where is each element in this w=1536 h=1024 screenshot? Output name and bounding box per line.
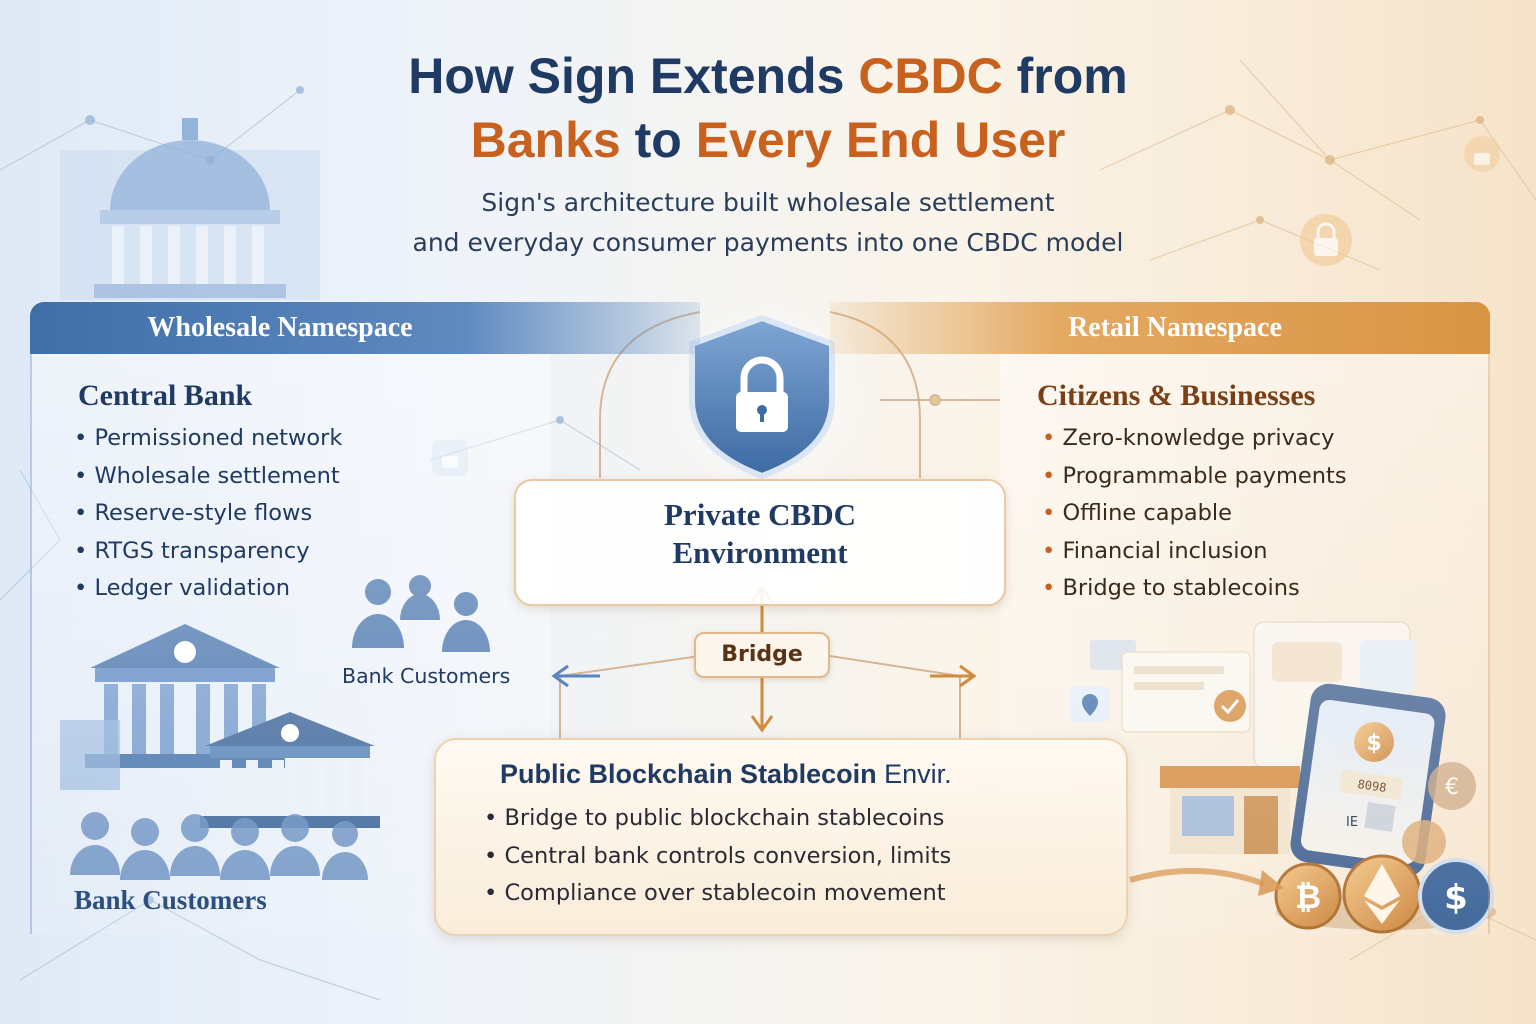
retail-namespace-header: Retail Namespace <box>830 302 1490 354</box>
title-text: How Sign Extends <box>408 48 859 104</box>
location-pin-icon <box>1070 686 1110 722</box>
stablecoin-flow-arrow <box>1129 867 1284 896</box>
padlock-icon <box>1464 136 1500 172</box>
private-cbdc-line: Environment <box>672 535 848 570</box>
public-env-title: Public Blockchain Stablecoin Envir. <box>500 756 952 792</box>
list-item: Wholesale settlement <box>74 458 342 496</box>
checkmark-icon <box>1214 690 1246 722</box>
list-item: Ledger validation <box>74 570 342 608</box>
title-text: from <box>1002 48 1128 104</box>
euro-coin-icon: € <box>1428 762 1476 810</box>
list-item: Programmable payments <box>1042 458 1346 496</box>
svg-text:€: € <box>1445 775 1459 800</box>
subtitle-line: and everyday consumer payments into one … <box>412 228 1124 257</box>
list-item: Bridge to stablecoins <box>1042 570 1347 608</box>
svg-text:₿: ₿ <box>1295 878 1321 916</box>
list-item: Offline capable <box>1042 495 1347 533</box>
storefront-icon <box>1160 766 1300 854</box>
subtitle-line: Sign's architecture built wholesale sett… <box>481 188 1055 217</box>
citizens-businesses-heading: Citizens & Businesses <box>1037 379 1316 412</box>
dollar-coin-icon <box>1402 820 1446 864</box>
people-icon <box>352 575 490 652</box>
ethereum-coin-icon <box>1342 854 1422 934</box>
arrow-right <box>930 664 977 688</box>
svg-text:$: $ <box>1444 878 1468 918</box>
title-accent: Every End User <box>695 112 1066 168</box>
central-bank-icon <box>60 118 320 300</box>
lock-shield-icon <box>652 290 872 510</box>
retail-bullet-list: Zero-knowledge privacy Programmable paym… <box>1042 420 1347 608</box>
list-item: Financial inclusion <box>1042 533 1347 571</box>
title-accent: CBDC <box>858 48 1003 104</box>
arrow-left <box>551 664 600 688</box>
people-icon <box>70 812 368 880</box>
dollar-coin-icon: $ <box>1418 858 1494 934</box>
public-env-title-rest: Envir. <box>876 759 952 789</box>
padlock-icon <box>1300 214 1352 266</box>
bridge-label: Bridge <box>694 632 830 678</box>
page-subtitle: Sign's architecture built wholesale sett… <box>0 183 1536 263</box>
private-cbdc-environment-box: Private CBDC Environment <box>514 479 1006 606</box>
bank-building-icon <box>60 624 285 790</box>
title-text: to <box>620 112 696 168</box>
public-env-bullet-list: Bridge to public blockchain stablecoins … <box>484 800 951 913</box>
private-cbdc-line: Private CBDC <box>664 497 856 532</box>
list-item: Zero-knowledge privacy <box>1042 420 1347 458</box>
central-bank-heading: Central Bank <box>78 379 253 412</box>
wholesale-bullet-list: Permissioned network Wholesale settlemen… <box>74 420 342 608</box>
wholesale-namespace-header: Wholesale Namespace <box>30 302 700 354</box>
public-env-title-bold: Public Blockchain Stablecoin <box>500 759 877 789</box>
list-item: Central bank controls conversion, limits <box>484 838 951 876</box>
list-item: Permissioned network <box>74 420 342 458</box>
list-item: Bridge to public blockchain stablecoins <box>484 800 951 838</box>
list-item: Reserve-style flows <box>74 495 342 533</box>
list-item: Compliance over stablecoin movement <box>484 875 951 913</box>
padlock-icon <box>432 440 468 476</box>
title-accent: Banks <box>470 112 621 168</box>
page-title: How Sign Extends CBDC from Banks to Ever… <box>0 44 1536 172</box>
svg-text:$: $ <box>1366 731 1381 756</box>
phone-wallet-icon: $ <box>1290 683 1446 877</box>
list-item: RTGS transparency <box>74 533 342 571</box>
public-blockchain-environment-box: Public Blockchain Stablecoin Envir. Brid… <box>434 738 1128 936</box>
bank-customers-caption: Bank Customers <box>74 885 267 915</box>
bank-customers-label: Bank Customers <box>342 664 511 688</box>
